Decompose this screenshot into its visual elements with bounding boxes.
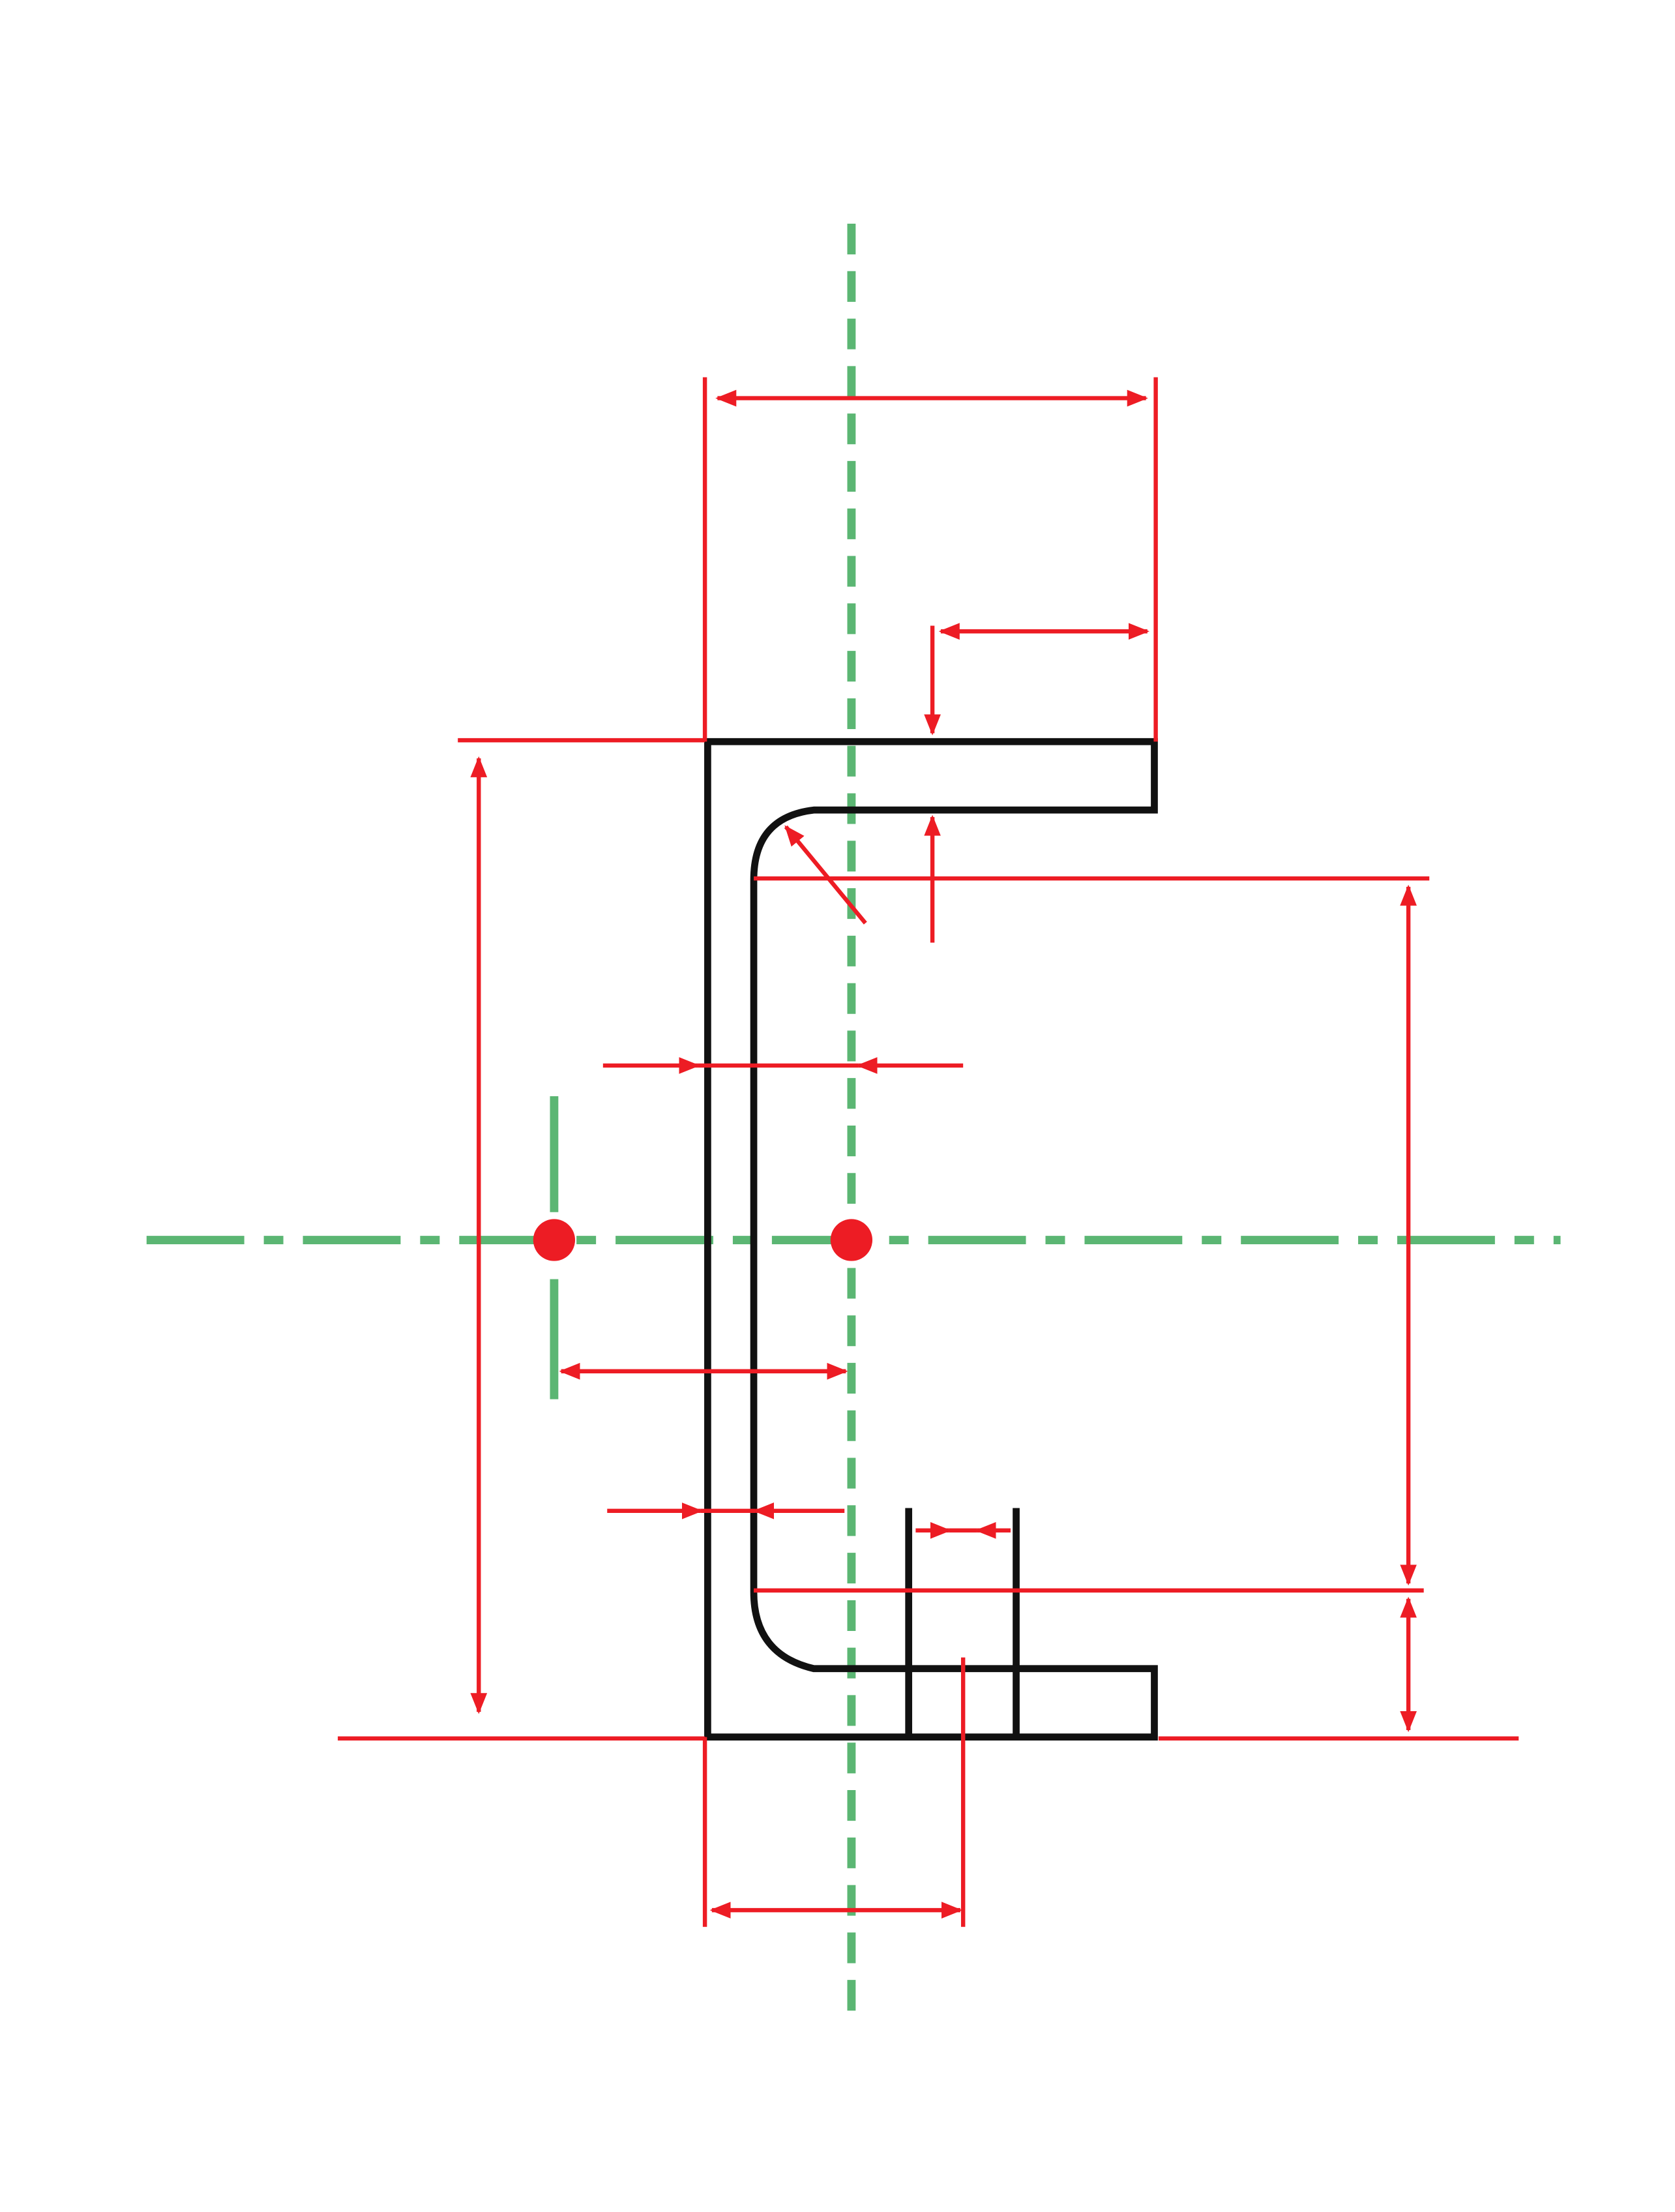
centroid-point xyxy=(830,1219,873,1261)
fillet-radius-leader xyxy=(784,825,867,925)
shear-center-point xyxy=(533,1219,576,1261)
